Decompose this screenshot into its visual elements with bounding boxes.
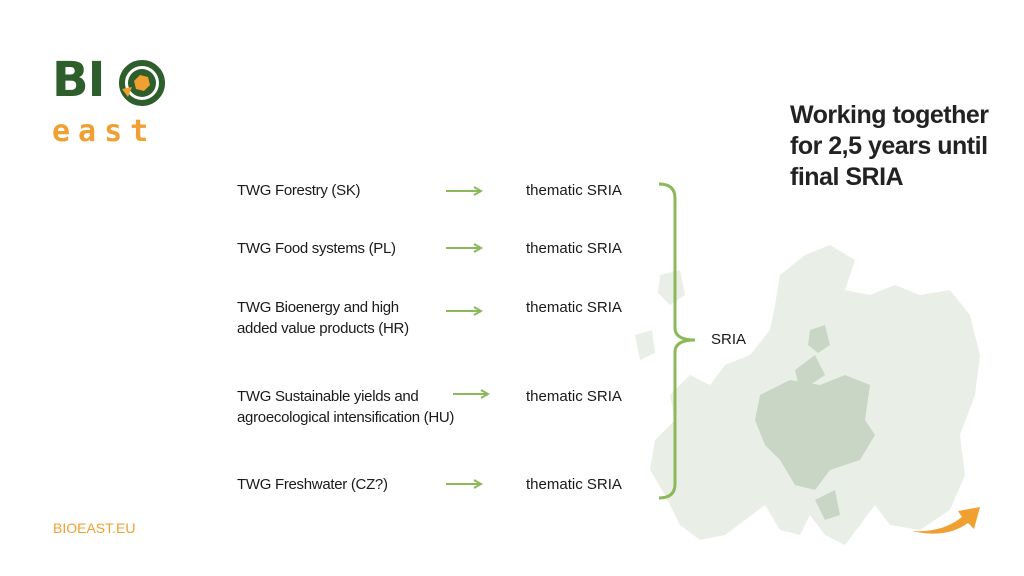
twg-bioenergy: TWG Bioenergy and high added value produ… xyxy=(237,299,409,337)
thematic-sria-label: thematic SRIA xyxy=(526,240,622,257)
thematic-sria-label: thematic SRIA xyxy=(526,182,622,199)
twg-sustainable-yields: TWG Sustainable yields and agroecologica… xyxy=(237,388,455,426)
twg-forestry: TWG Forestry (SK) xyxy=(237,182,361,199)
headline: Working together for 2,5 years until fin… xyxy=(790,101,989,191)
europe-map xyxy=(635,245,980,545)
orange-swoosh-arrow-icon xyxy=(912,507,980,534)
arrow-right-icon xyxy=(446,243,484,253)
thematic-sria-label: thematic SRIA xyxy=(526,388,622,405)
bioeast-logo: BI east xyxy=(52,55,177,155)
logo-wordmark-top: BI xyxy=(52,52,105,108)
footer-website: BIOEAST.EU xyxy=(53,520,136,536)
thematic-sria-label: thematic SRIA xyxy=(526,476,622,493)
logo-wordmark-bottom: east xyxy=(52,114,157,149)
twg-freshwater: TWG Freshwater (CZ?) xyxy=(237,476,388,493)
arrow-right-icon xyxy=(446,186,484,196)
twg-food-systems: TWG Food systems (PL) xyxy=(237,240,396,257)
curly-brace xyxy=(658,182,696,500)
globe-icon xyxy=(119,60,165,106)
thematic-sria-label: thematic SRIA xyxy=(526,299,622,316)
arrow-right-icon xyxy=(446,479,484,489)
arrow-right-icon xyxy=(446,306,484,316)
sria-label: SRIA xyxy=(711,331,747,348)
arrow-right-icon xyxy=(453,389,491,399)
